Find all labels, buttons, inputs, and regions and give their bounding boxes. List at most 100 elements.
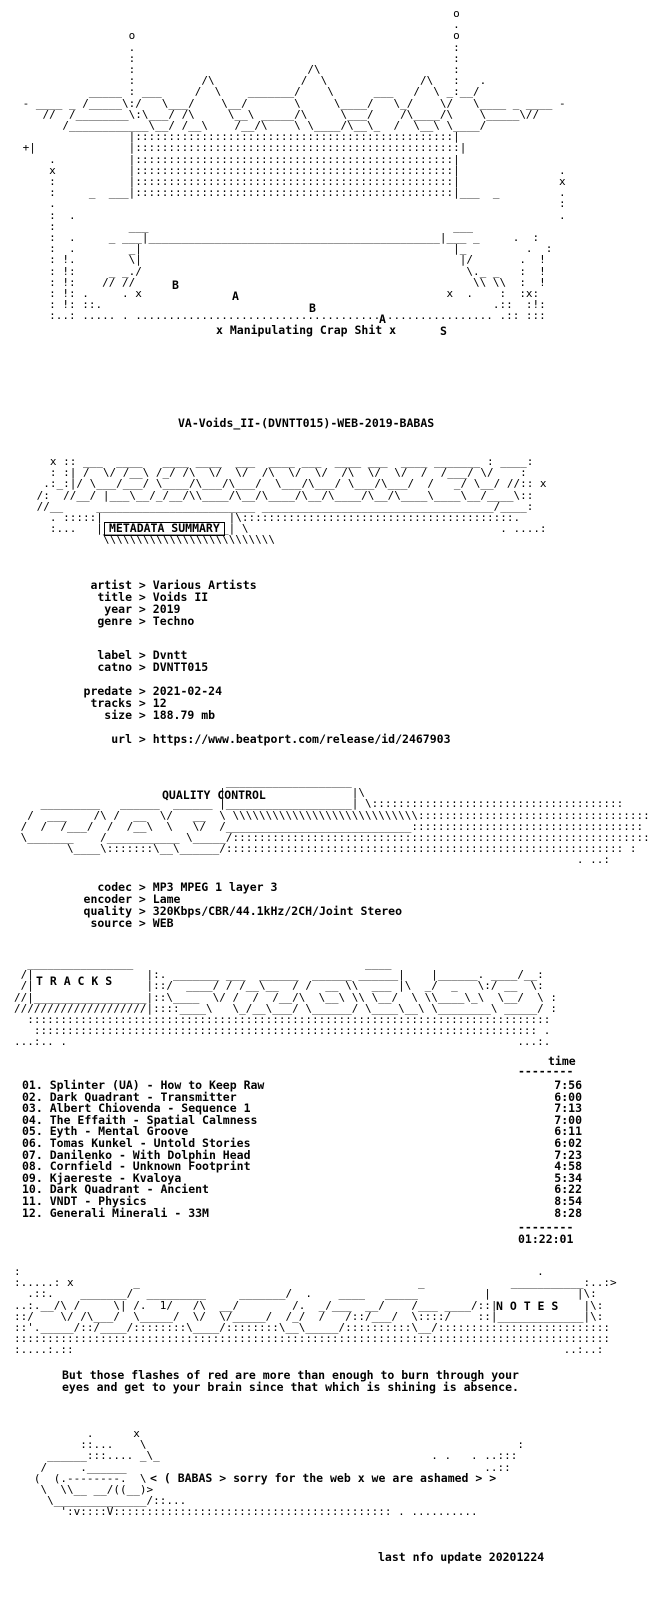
track-title: Dark Quadrant - Transmitter: [49, 1089, 237, 1104]
track-row: 08. Cornfield - Unknown Footprint 4:58: [22, 1159, 582, 1174]
metadata-key: genre: [97, 614, 132, 628]
track-number: 06.: [22, 1135, 43, 1150]
track-time: 8:28: [554, 1205, 582, 1220]
track-time: 6:02: [554, 1135, 582, 1150]
last-update: last nfo update 20201224: [378, 1550, 545, 1564]
track-number: 09.: [22, 1170, 43, 1185]
track-title: Eyth - Mental Groove: [49, 1124, 189, 1139]
metadata-key: title: [97, 590, 132, 604]
metadata-row: predate > 2021-02-24: [76, 684, 223, 698]
metadata-row: tracks > 12: [76, 696, 167, 710]
metadata-value: 12: [152, 696, 167, 710]
track-title: Kjaereste - Kvaloya: [49, 1170, 182, 1185]
track-row: 10. Dark Quadrant - Ancient 6:22: [22, 1184, 582, 1196]
logo-letters: B A B A S: [172, 268, 462, 349]
logo-letter: S: [440, 323, 447, 338]
logo-letter: A: [232, 289, 239, 304]
footer-art: . x ::... \ : ______:::.... _\_ . . . ..…: [33, 1427, 524, 1519]
metadata-key: catno: [97, 660, 132, 674]
logo-letter: A: [379, 312, 386, 327]
metadata-key: label: [97, 648, 132, 662]
track-time: 7:00: [554, 1112, 582, 1127]
notes-heading: N O T E S: [496, 1299, 559, 1313]
metadata-key: tracks: [90, 696, 132, 710]
metadata-key: year: [104, 602, 132, 616]
metadata-row: genre > Techno: [76, 614, 195, 628]
quality-row: codec > MP3 MPEG 1 layer 3: [62, 880, 278, 894]
quality-header-art: ___________________ | |\ _________ _____…: [20, 775, 648, 867]
track-number: 12.: [22, 1205, 43, 1220]
metadata-key: predate: [83, 684, 132, 698]
track-row: 11. VNDT - Physics 8:54: [22, 1193, 582, 1208]
metadata-key: artist: [90, 578, 132, 592]
tracks-divider: --------: [518, 1220, 574, 1234]
track-title: VNDT - Physics: [49, 1193, 147, 1208]
track-time: 6:22: [554, 1182, 582, 1197]
tracks-heading: T R A C K S: [36, 974, 113, 988]
footer-message: < ( BABAS > sorry for the web x we are a…: [150, 1471, 497, 1485]
quality-value: Lame: [152, 892, 181, 906]
tracks-divider: --------: [518, 1064, 574, 1078]
track-time: 6:11: [554, 1124, 582, 1139]
quality-heading: QUALITY CONTROL: [162, 788, 266, 802]
quality-value: WEB: [152, 916, 174, 930]
metadata-value: https://www.beatport.com/release/id/2467…: [152, 732, 451, 746]
track-title: Generali Minerali - 33M: [49, 1205, 209, 1220]
tracks-total-time: 01:22:01: [518, 1232, 574, 1246]
track-time: 4:58: [554, 1159, 582, 1174]
track-number: 01.: [22, 1078, 43, 1092]
track-number: 03.: [22, 1101, 43, 1116]
quality-value: 320Kbps/CBR/44.1kHz/2CH/Joint Stereo: [152, 904, 403, 918]
metadata-value: Voids II: [152, 590, 209, 604]
track-title: Tomas Kunkel - Untold Stories: [49, 1135, 251, 1150]
release-name: VA-Voids_II-(DVNTT015)-WEB-2019-BABAS: [178, 416, 435, 430]
tracks-time-header: time: [548, 1054, 576, 1068]
track-time: 7:56: [554, 1078, 582, 1092]
track-title: Cornfield - Unknown Footprint: [49, 1159, 251, 1174]
logo-letter: B: [309, 300, 316, 315]
track-number: 10.: [22, 1182, 43, 1197]
track-number: 05.: [22, 1124, 43, 1139]
quality-row: quality > 320Kbps/CBR/44.1kHz/2CH/Joint …: [62, 904, 403, 918]
logo-tagline: x Manipulating Crap Shit x: [216, 323, 397, 337]
metadata-value: 2021-02-24: [152, 684, 223, 698]
quality-row: encoder > Lame: [62, 892, 181, 906]
track-title: Dark Quadrant - Ancient: [49, 1182, 209, 1197]
notes-header-art: : . :.....: x _ _ ___________:..:> .::. …: [14, 1265, 617, 1357]
metadata-value: DVNTT015: [152, 660, 209, 674]
quality-value: MP3 MPEG 1 layer 3: [152, 880, 278, 894]
track-time: 7:23: [554, 1147, 582, 1162]
track-row: 06. Tomas Kunkel - Untold Stories 6:02: [22, 1135, 582, 1150]
metadata-key: size: [104, 708, 132, 722]
track-number: 11.: [22, 1193, 43, 1208]
metadata-row: artist > Various Artists: [76, 578, 257, 592]
metadata-value: Techno: [152, 614, 195, 628]
quality-key: quality: [83, 904, 132, 918]
metadata-value: Various Artists: [152, 578, 257, 592]
metadata-row: url > https://www.beatport.com/release/i…: [76, 732, 451, 746]
track-number: 08.: [22, 1159, 43, 1174]
logo-art: o . o o .: [22, 7, 566, 323]
metadata-row: year > 2019: [76, 602, 181, 616]
metadata-value: 2019: [152, 602, 181, 616]
track-title: Splinter (UA) - How to Keep Raw: [49, 1078, 265, 1092]
metadata-row: label > Dvntt: [76, 648, 187, 662]
quality-key: source: [90, 916, 132, 930]
metadata-key: url: [111, 732, 132, 746]
metadata-header-art: x :: ___ ____ ____ ____ ___ ____ ___ ___…: [36, 455, 547, 547]
track-time: 6:00: [554, 1089, 582, 1104]
track-row: 01. Splinter (UA) - How to Keep Raw 7:56: [22, 1078, 582, 1092]
notes-text-line: eyes and get to your brain since that wh…: [62, 1380, 519, 1394]
track-title: Danilenko - With Dolphin Head: [49, 1147, 251, 1162]
quality-key: encoder: [83, 892, 132, 906]
metadata-row: catno > DVNTT015: [76, 660, 209, 674]
track-time: 8:54: [554, 1193, 582, 1208]
quality-row: source > WEB: [62, 916, 174, 930]
metadata-row: title > Voids II: [76, 590, 209, 604]
metadata-value: 188.79 mb: [152, 708, 216, 722]
